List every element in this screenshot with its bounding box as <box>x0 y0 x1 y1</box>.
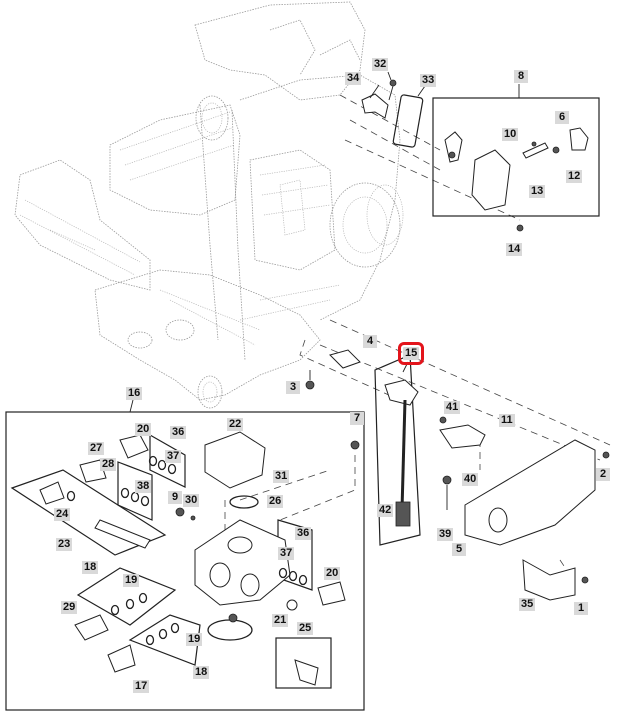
transmission-housing-ghost <box>14 1 404 409</box>
callout-29[interactable]: 29 <box>61 601 78 614</box>
group-frame-8 <box>432 84 600 217</box>
callout-30[interactable]: 30 <box>183 494 200 507</box>
callout-39[interactable]: 39 <box>437 528 454 541</box>
callout-2[interactable]: 2 <box>596 468 610 481</box>
callout-20b[interactable]: 20 <box>324 567 341 580</box>
callout-28[interactable]: 28 <box>100 458 117 471</box>
callout-3[interactable]: 3 <box>286 381 300 394</box>
callout-12[interactable]: 12 <box>566 170 583 183</box>
callout-37b[interactable]: 37 <box>278 547 295 560</box>
callout-23[interactable]: 23 <box>56 538 73 551</box>
callout-1[interactable]: 1 <box>574 602 588 615</box>
callout-22[interactable]: 22 <box>227 418 244 431</box>
callout-25[interactable]: 25 <box>297 622 314 635</box>
callout-31[interactable]: 31 <box>273 470 290 483</box>
callout-38[interactable]: 38 <box>135 480 152 493</box>
callout-26[interactable]: 26 <box>267 495 284 508</box>
callout-33[interactable]: 33 <box>420 74 437 87</box>
callout-42[interactable]: 42 <box>377 504 394 517</box>
callout-6[interactable]: 6 <box>555 111 569 124</box>
callout-36[interactable]: 36 <box>170 426 187 439</box>
callout-35[interactable]: 35 <box>519 598 536 611</box>
callout-36b[interactable]: 36 <box>295 527 312 540</box>
callout-19[interactable]: 19 <box>123 574 140 587</box>
callout-32[interactable]: 32 <box>372 58 389 71</box>
callout-15-highlighted[interactable]: 15 <box>397 342 425 365</box>
callout-4[interactable]: 4 <box>363 335 377 348</box>
callout-41[interactable]: 41 <box>444 401 461 414</box>
callout-16[interactable]: 16 <box>126 387 143 400</box>
callout-11[interactable]: 11 <box>499 414 515 427</box>
callout-17[interactable]: 17 <box>133 680 150 693</box>
callout-9[interactable]: 9 <box>168 491 182 504</box>
callout-34[interactable]: 34 <box>345 72 362 85</box>
callout-14[interactable]: 14 <box>506 243 523 256</box>
callout-21[interactable]: 21 <box>272 614 289 627</box>
callout-5[interactable]: 5 <box>452 543 466 556</box>
callout-24[interactable]: 24 <box>54 508 71 521</box>
callout-13[interactable]: 13 <box>529 185 546 198</box>
callout-7[interactable]: 7 <box>350 412 364 425</box>
callout-18b[interactable]: 18 <box>193 666 210 679</box>
valve-group-frame-16 <box>5 399 365 711</box>
callout-8[interactable]: 8 <box>514 70 528 83</box>
gear-segment-parts <box>361 71 426 148</box>
callout-18[interactable]: 18 <box>82 561 99 574</box>
sensor-group-15 <box>329 349 421 546</box>
callout-37[interactable]: 37 <box>165 450 182 463</box>
callout-19b[interactable]: 19 <box>186 633 203 646</box>
callout-20[interactable]: 20 <box>135 423 152 436</box>
callout-40[interactable]: 40 <box>462 473 479 486</box>
housing-part-5 <box>305 224 610 601</box>
callout-10[interactable]: 10 <box>502 128 519 141</box>
callout-27[interactable]: 27 <box>88 442 105 455</box>
